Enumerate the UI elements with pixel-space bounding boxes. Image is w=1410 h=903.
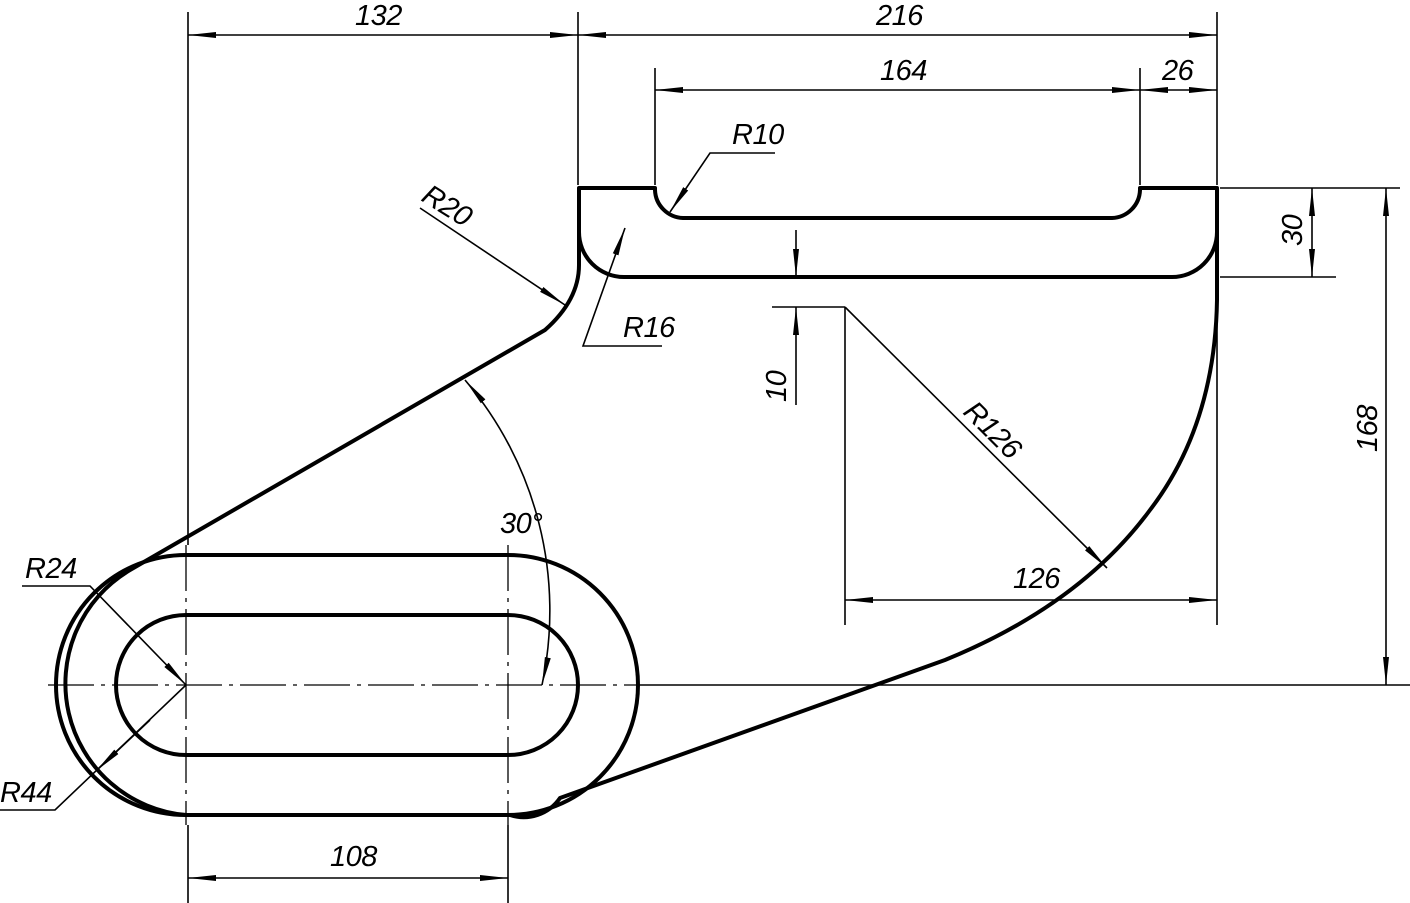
angle-30-arc xyxy=(464,379,551,686)
part-outline xyxy=(54,186,1219,820)
center-lines xyxy=(48,545,1410,825)
dim-168-label: 168 xyxy=(1352,405,1384,452)
dimension-labels: 132 216 164 26 30 168 10 126 108 R10 R20… xyxy=(0,0,1384,873)
dim-164-label: 164 xyxy=(880,55,927,87)
r24-leader xyxy=(22,585,187,686)
radius-r16-label: R16 xyxy=(623,312,676,344)
dim-126-label: 126 xyxy=(1013,563,1061,595)
radius-r44-label: R44 xyxy=(0,777,52,809)
r16-leader xyxy=(581,227,662,347)
r126-leader xyxy=(844,306,1108,569)
angle-30-label: 30° xyxy=(500,508,542,540)
dim-10-label: 10 xyxy=(761,370,793,402)
extension-lines xyxy=(187,12,1400,903)
radius-r24-label: R24 xyxy=(25,553,77,585)
radius-r126-label: R126 xyxy=(957,395,1028,466)
radius-r10-label: R10 xyxy=(732,119,784,151)
dimension-lines xyxy=(0,32,1389,881)
upper-flange-bottom-edge xyxy=(577,230,1219,279)
outer-contour xyxy=(63,186,1219,820)
dim-26-label: 26 xyxy=(1161,55,1195,87)
dim-108-label: 108 xyxy=(330,841,377,873)
r20-leader xyxy=(419,207,566,306)
dim-216-label: 216 xyxy=(875,0,924,32)
dim-30-label: 30 xyxy=(1277,214,1309,246)
dim-132-label: 132 xyxy=(355,0,402,32)
r10-leader xyxy=(669,152,775,213)
